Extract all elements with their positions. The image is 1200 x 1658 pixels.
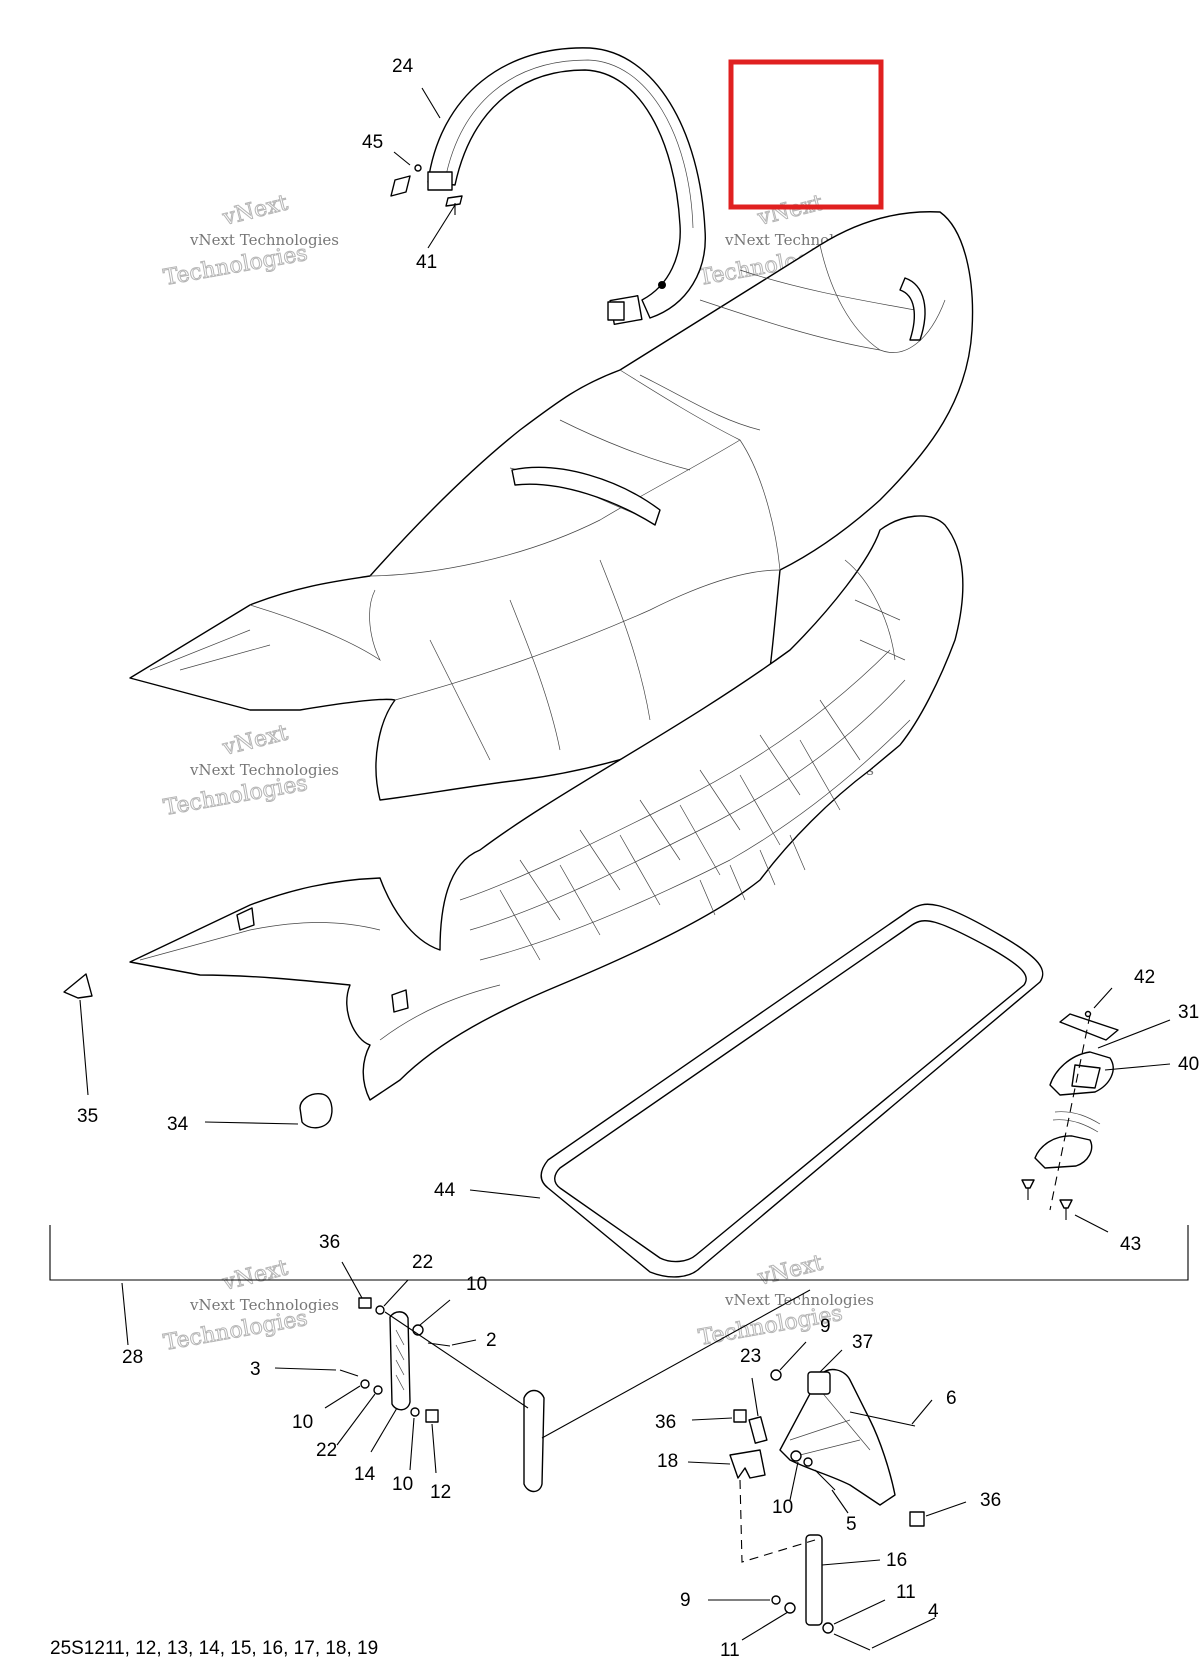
- callout-22: 22: [316, 1440, 337, 1461]
- callout-44: 44: [434, 1180, 456, 1201]
- watermark: vNext vNext Technologies Technologies: [696, 1250, 874, 1351]
- callout-labels: 24 45 41 35 34 42 31 40 44 43 28 36 22 1…: [77, 56, 1199, 1658]
- clip-35-part: [63, 973, 93, 999]
- callout-18: 18: [657, 1451, 678, 1472]
- callout-24: 24: [392, 56, 414, 77]
- callout-11: 11: [896, 1582, 916, 1603]
- callout-11: 11: [720, 1640, 740, 1658]
- rivet-part: [445, 195, 463, 215]
- grab-strap-part: [427, 47, 706, 325]
- callout-5: 5: [846, 1514, 857, 1535]
- svg-text:vNext Technologies: vNext Technologies: [189, 1296, 339, 1314]
- callout-2: 2: [486, 1330, 497, 1351]
- callout-10: 10: [466, 1274, 487, 1295]
- callout-4: 4: [928, 1601, 939, 1622]
- callout-10: 10: [292, 1412, 313, 1433]
- svg-text:vNext Technologies: vNext Technologies: [189, 761, 339, 779]
- callout-43: 43: [1120, 1234, 1141, 1255]
- callout-3: 3: [250, 1359, 261, 1380]
- right-hinge-assembly: [729, 1368, 925, 1651]
- left-link-assembly: [339, 1289, 811, 1493]
- callout-28: 28: [122, 1347, 143, 1368]
- callout-36: 36: [655, 1412, 676, 1433]
- callout-6: 6: [946, 1388, 957, 1409]
- callout-37: 37: [852, 1332, 873, 1353]
- latch-assembly: [1021, 1010, 1119, 1220]
- callout-35: 35: [77, 1106, 98, 1127]
- watermark: vNext vNext Technologies Technologies: [161, 720, 339, 821]
- svg-text:vNext: vNext: [754, 191, 825, 231]
- watermark: vNext vNext Technologies Technologies: [161, 1255, 339, 1356]
- svg-text:vNext: vNext: [219, 191, 290, 231]
- callout-12: 12: [430, 1482, 451, 1503]
- callout-14: 14: [354, 1464, 376, 1485]
- watermark: vNext vNext Technologies Technologies: [161, 190, 339, 291]
- highlight-box: [728, 59, 884, 210]
- footer-model-codes: 25S1211, 12, 13, 14, 15, 16, 17, 18, 19: [50, 1638, 378, 1658]
- bracket-28: [49, 1225, 1189, 1281]
- svg-text:vNext: vNext: [754, 1251, 825, 1291]
- svg-text:vNext: vNext: [219, 1256, 290, 1296]
- callout-16: 16: [886, 1550, 907, 1571]
- svg-text:vNext Technologies: vNext Technologies: [724, 1291, 874, 1309]
- svg-text:vNext: vNext: [219, 721, 290, 761]
- callout-9: 9: [820, 1316, 831, 1337]
- callout-41: 41: [416, 252, 437, 273]
- callout-36: 36: [319, 1232, 340, 1253]
- callout-23: 23: [740, 1346, 761, 1367]
- seat-base-part: [129, 515, 964, 1101]
- callout-10: 10: [772, 1497, 793, 1518]
- callout-31: 31: [1178, 1002, 1199, 1023]
- leader-lines: [79, 87, 1171, 1649]
- callout-42: 42: [1134, 967, 1155, 988]
- callout-34: 34: [167, 1114, 189, 1135]
- callout-9: 9: [680, 1590, 691, 1611]
- callout-10: 10: [392, 1474, 413, 1495]
- cap-34-part: [299, 1093, 333, 1129]
- callout-45: 45: [362, 132, 383, 153]
- gasket-part: [540, 903, 1044, 1278]
- clip-part: [390, 164, 422, 197]
- svg-text:vNext Technologies: vNext Technologies: [189, 231, 339, 249]
- callout-22: 22: [412, 1252, 433, 1273]
- seat-cushion-part: [129, 211, 974, 801]
- callout-40: 40: [1178, 1054, 1199, 1075]
- callout-36: 36: [980, 1490, 1001, 1511]
